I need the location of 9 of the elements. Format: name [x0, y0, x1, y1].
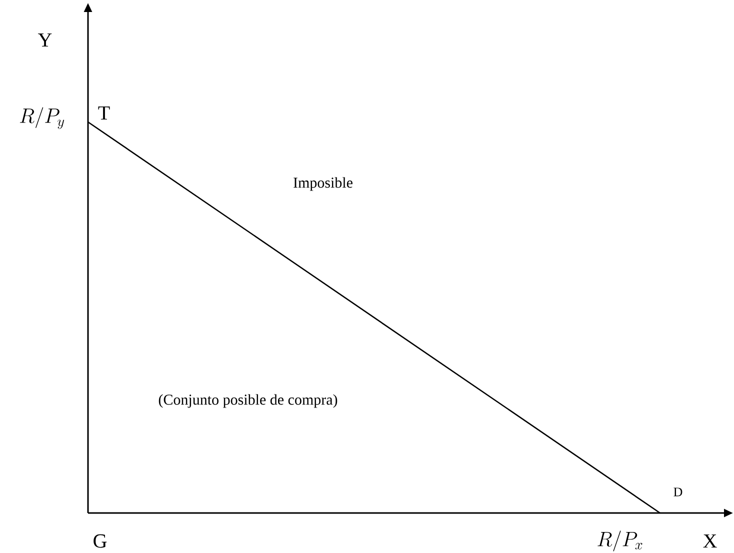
origin-label: G	[94, 534, 107, 548]
region-label: (Conjunto posible de compra)	[158, 394, 338, 408]
point-label: T	[98, 106, 110, 120]
intercept-label: $R/P_y$	[20, 107, 64, 129]
point-label: D	[674, 488, 682, 496]
axis-label: X	[703, 534, 717, 548]
intercept-label: $R/P_x$	[598, 530, 642, 552]
region-label: Imposible	[294, 177, 352, 191]
axis-label: Y	[38, 33, 52, 47]
